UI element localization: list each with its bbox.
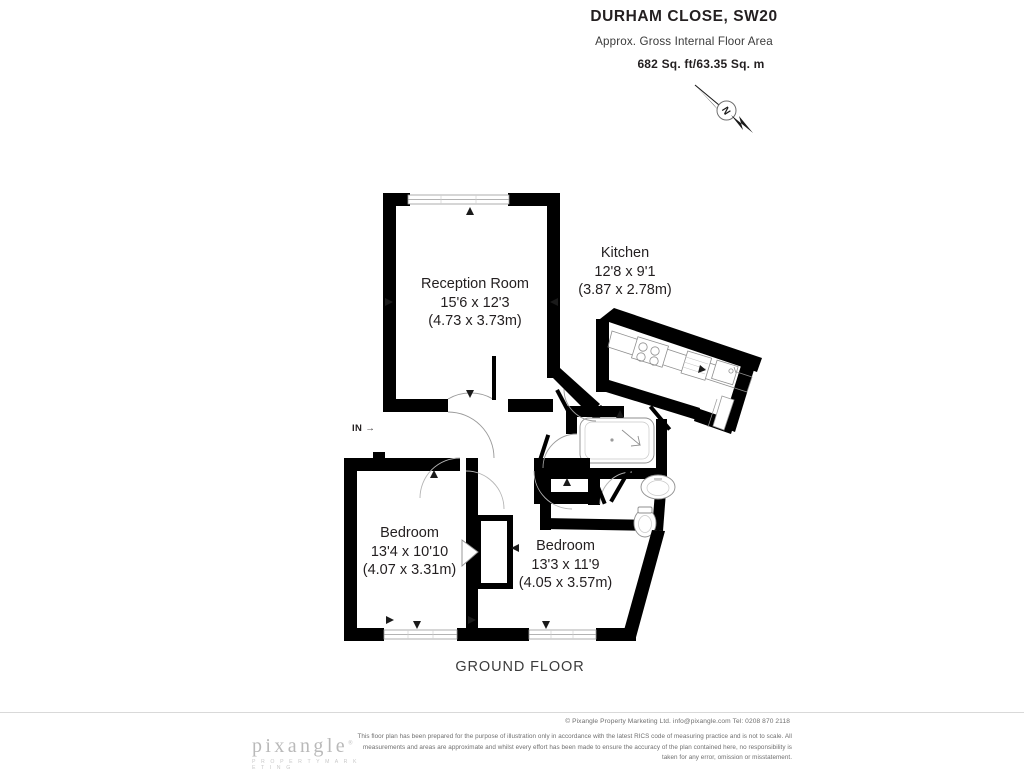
page-title: DURHAM CLOSE, SW20 <box>590 8 778 25</box>
room-label-reception: Reception Room 15'6 x 12'3 (4.73 x 3.73m… <box>345 275 605 331</box>
room-label-bedroom-1: Bedroom 13'4 x 10'10 (4.07 x 3.31m) <box>312 524 507 580</box>
room-dimension-imperial: 13'4 x 10'10 <box>370 543 449 560</box>
logo-text: pixangle <box>252 735 349 757</box>
room-name: Bedroom <box>536 538 595 554</box>
floor-caption: GROUND FLOOR <box>455 659 585 675</box>
plan-header: DURHAM CLOSE, SW20 Approx. Gross Interna… <box>524 8 844 71</box>
entrance-arrow-icon: → <box>365 423 376 434</box>
reception-door <box>447 356 496 400</box>
room-dimension-metric: (3.87 x 2.78m) <box>578 282 672 299</box>
room-dimension-imperial: 15'6 x 12'3 <box>440 294 510 311</box>
room-name: Reception Room <box>421 276 529 292</box>
wc-icon <box>633 506 657 538</box>
room-label-kitchen: Kitchen 12'8 x 9'1 (3.87 x 2.78m) <box>500 244 750 300</box>
copyright-notice: © Pixangle Property Marketing Ltd. info@… <box>565 718 790 725</box>
entrance-label: IN <box>352 423 363 434</box>
logo-wordmark: pixangle® <box>252 736 360 756</box>
svg-text:N: N <box>720 104 733 116</box>
floor-area-value: 682 Sq. ft/63.35 Sq. m <box>637 57 765 71</box>
bathroom-walls <box>540 406 667 531</box>
disclaimer-text: This floor plan has been prepared for th… <box>357 733 792 762</box>
logo-tagline: P R O P E R T Y M A R K E T I N G <box>252 759 359 771</box>
wash-basin-icon <box>640 474 676 500</box>
room-name: Bedroom <box>380 525 439 541</box>
north-arrow-icon: N <box>693 83 765 137</box>
room-dimension-metric: (4.05 x 3.57m) <box>518 575 613 592</box>
bedroom-windows <box>383 629 597 640</box>
entrance-marker: IN → <box>352 423 375 434</box>
kitchen-walls <box>589 308 762 434</box>
room-dimension-imperial: 12'8 x 9'1 <box>594 263 656 280</box>
logo-trademark-icon: ® <box>348 740 353 747</box>
room-dimension-metric: (4.73 x 3.73m) <box>428 313 522 330</box>
appliance-icon <box>680 350 713 381</box>
reception-window <box>407 194 510 205</box>
room-name: Kitchen <box>600 245 650 261</box>
bath-icon <box>579 417 655 464</box>
hob-icon <box>630 336 670 368</box>
page-footer <box>0 712 1024 768</box>
footer-divider <box>0 712 1024 713</box>
kitchen-fittings <box>607 330 753 393</box>
pixangle-logo: pixangle® P R O P E R T Y M A R K E T I … <box>252 736 360 771</box>
room-dimension-imperial: 13'3 x 11'9 <box>531 556 600 573</box>
room-label-bedroom-2: Bedroom 13'3 x 11'9 (4.05 x 3.57m) <box>468 537 663 593</box>
kitchen-window <box>707 395 735 431</box>
room-dimension-metric: (4.07 x 3.31m) <box>362 562 457 579</box>
door-swings <box>419 388 633 510</box>
door-leaves <box>535 389 672 505</box>
kitchen-sink-icon <box>711 359 739 386</box>
floor-area-caption: Approx. Gross Internal Floor Area <box>595 35 773 48</box>
